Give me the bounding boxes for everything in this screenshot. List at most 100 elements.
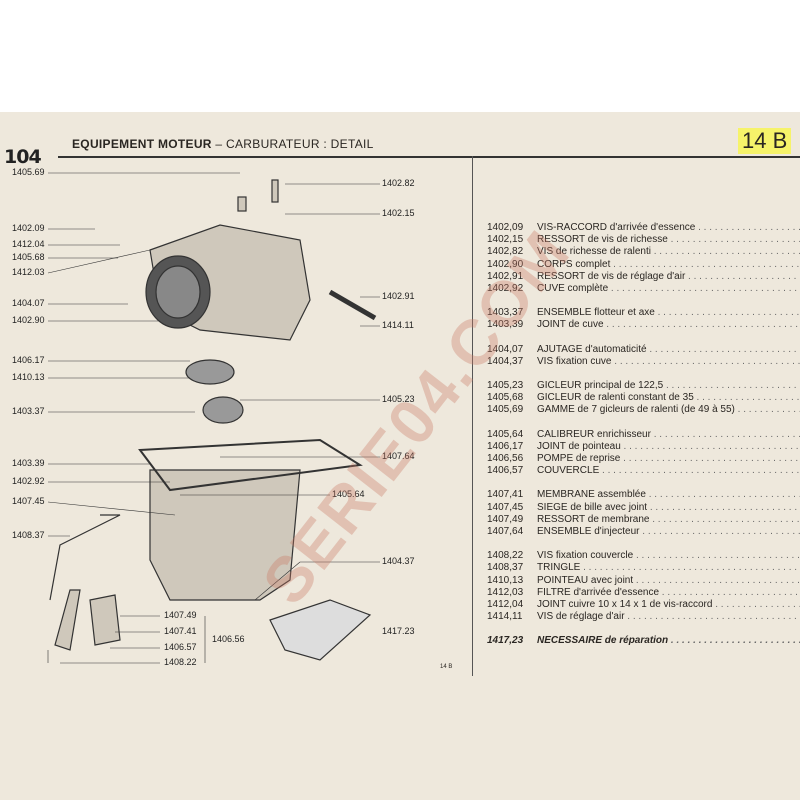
callout-label: 1412.03	[12, 267, 45, 277]
part-row: 1410,13 POINTEAU avec joint	[487, 575, 800, 587]
part-description: VIS de réglage d'air	[537, 611, 800, 623]
part-row: 1406,57 COUVERCLE	[487, 465, 800, 477]
part-number: 1412,04	[487, 599, 524, 611]
callout-label: 1407.49	[164, 610, 197, 620]
column-divider	[472, 156, 473, 676]
part-number: 1406,56	[487, 453, 524, 465]
part-number: 1406,57	[487, 465, 524, 477]
part-description: JOINT de pointeau	[537, 441, 800, 453]
part-number: 1407,41	[487, 489, 524, 501]
part-description: GAMME de 7 gicleurs de ralenti (de 49 à …	[537, 404, 800, 416]
callout-label: 1405.23	[382, 394, 415, 404]
part-description: JOINT cuivre 10 x 14 x 1 de vis-raccord	[537, 599, 800, 611]
callout-label: 1403.39	[12, 458, 45, 468]
part-row: 1405,23 GICLEUR principal de 122,5	[487, 380, 800, 392]
callout-label: 1405.68	[12, 252, 45, 262]
page-title: EQUIPEMENT MOTEUR – CARBURATEUR : DETAIL	[72, 137, 374, 151]
part-number: 1402,91	[487, 270, 524, 282]
part-number: 1403,37	[487, 307, 524, 319]
group-spacer	[487, 368, 800, 380]
callout-label: 1402.09	[12, 223, 45, 233]
page-code: 14 B	[738, 128, 792, 154]
callout-label: 1417.23	[382, 626, 415, 636]
part-description: VIS de richesse de ralenti	[537, 246, 800, 258]
callout-label: 1402.92	[12, 476, 45, 486]
title-separator: –	[211, 137, 227, 151]
part-description: AJUTAGE d'automaticité	[537, 344, 800, 356]
part-description: CUVE complète	[537, 283, 800, 295]
part-number: 1402,92	[487, 283, 524, 295]
callout-label: 1408.37	[12, 530, 45, 540]
part-row: 1414,11 VIS de réglage d'air	[487, 611, 800, 623]
part-number: 1404,07	[487, 343, 524, 355]
callout-label: 1404.07	[12, 298, 45, 308]
part-row: 1403,39 JOINT de cuve	[487, 319, 800, 331]
part-number: 1410,13	[487, 574, 524, 586]
footer-page-code: 14 B	[440, 664, 453, 670]
group-spacer	[487, 417, 800, 429]
part-description: ENSEMBLE flotteur et axe	[537, 307, 800, 319]
part-number: 1405,68	[487, 392, 524, 404]
part-number: 1414,11	[487, 611, 523, 623]
part-number: 1402,82	[487, 246, 524, 258]
callout-label: 1414.11	[382, 320, 414, 330]
callout-label: 1406.17	[12, 355, 45, 365]
callout-label: 1407.64	[382, 451, 415, 461]
part-description: POINTEAU avec joint	[537, 575, 800, 587]
part-number: 1402,90	[487, 258, 524, 270]
section-title: EQUIPEMENT MOTEUR	[72, 137, 212, 151]
part-description: RESSORT de membrane	[537, 514, 800, 526]
part-description: RESSORT de vis de richesse	[537, 234, 800, 246]
callout-label: 1407.41	[164, 626, 197, 636]
group-spacer	[487, 477, 800, 489]
callout-label: 1412.04	[12, 239, 45, 249]
callout-label: 1405.64	[332, 489, 365, 499]
part-number: 1403,39	[487, 319, 524, 331]
part-description: GICLEUR de ralenti constant de 35	[537, 392, 800, 404]
part-description: SIEGE de bille avec joint	[537, 502, 800, 514]
subsection-title: CARBURATEUR : DETAIL	[226, 137, 374, 151]
part-number: 1402,09	[487, 222, 524, 233]
part-row: 1412,04 JOINT cuivre 10 x 14 x 1 de vis-r…	[487, 599, 800, 611]
callout-label: 1402.91	[382, 291, 415, 301]
callout-label: 1408.22	[164, 657, 197, 667]
part-number: 1412,03	[487, 586, 524, 598]
part-number: 1402,15	[487, 234, 524, 246]
callout-label: 1402.90	[12, 315, 45, 325]
part-description: VIS-RACCORD d'arrivée d'essence	[537, 222, 800, 234]
callout-label: 1410.13	[12, 372, 45, 382]
part-row: 1405,69 GAMME de 7 gicleurs de ralenti (d…	[487, 404, 800, 416]
group-spacer	[487, 538, 800, 550]
part-description: COUVERCLE	[537, 465, 800, 477]
callout-label: 1402.15	[382, 208, 415, 218]
part-description: GICLEUR principal de 122,5	[537, 380, 800, 392]
callout-label: 1404.37	[382, 556, 415, 566]
part-row: 1405,68 GICLEUR de ralenti constant de 35	[487, 392, 800, 404]
part-number: 1417,23	[487, 635, 524, 647]
part-description: MEMBRANE assemblée	[537, 489, 800, 501]
part-number: 1406,17	[487, 440, 524, 452]
model-logo: 104	[4, 146, 42, 168]
part-number: 1405,23	[487, 380, 524, 392]
part-row: 1406,17 JOINT de pointeau	[487, 441, 800, 453]
parts-list: 1402,09 VIS-RACCORD d'arrivée d'essence 14…	[487, 222, 800, 648]
part-description: JOINT de cuve	[537, 319, 800, 331]
part-number: 1408,22	[487, 550, 524, 562]
callout-label: 1405.69	[12, 167, 45, 177]
part-number: 1405,64	[487, 428, 524, 440]
group-spacer	[487, 332, 800, 344]
part-number: 1405,69	[487, 404, 524, 416]
